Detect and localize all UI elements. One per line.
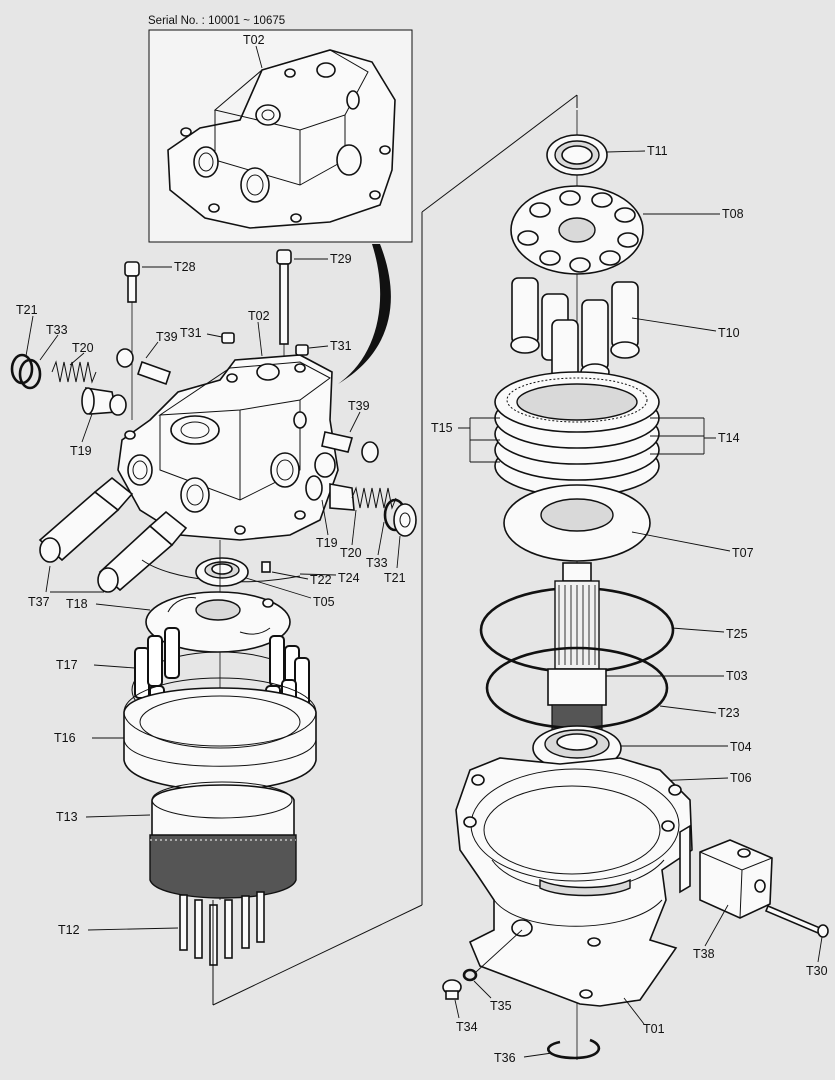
plug-T39-left	[116, 348, 172, 386]
bolt-T28	[124, 261, 140, 303]
label-T33-right: T33	[366, 556, 388, 570]
motor-housing-T01	[455, 757, 693, 1007]
label-T19-left: T19	[70, 444, 92, 458]
label-T20-left: T20	[72, 341, 94, 355]
relief-valve-T37-upper	[38, 476, 134, 563]
valve-block-T38	[679, 824, 773, 919]
label-T39-left: T39	[156, 330, 178, 344]
pistons-T10	[510, 277, 640, 391]
divider-lower	[212, 904, 423, 1006]
label-T13: T13	[56, 810, 78, 824]
label-T07: T07	[732, 546, 754, 560]
poppet-T19-right	[305, 475, 355, 511]
bolt-T30	[764, 904, 829, 938]
gear-T13	[149, 781, 297, 899]
label-T25: T25	[726, 627, 748, 641]
label-T02-inset: T02	[243, 33, 265, 47]
valve-cover-T02	[117, 354, 339, 541]
label-T16: T16	[54, 731, 76, 745]
bearing-T04	[532, 725, 622, 771]
retainer-plate-T08	[510, 185, 644, 275]
label-T05: T05	[313, 595, 335, 609]
shaft-T03	[547, 562, 607, 734]
plate-T07	[503, 484, 651, 562]
pistons-T12	[179, 891, 265, 966]
label-T21-left: T21	[16, 303, 38, 317]
label-T31-right: T31	[330, 339, 352, 353]
o-ring-T21-left	[10, 353, 42, 390]
plug-T34	[442, 979, 462, 1000]
label-T18: T18	[66, 597, 88, 611]
label-T17: T17	[56, 658, 78, 672]
label-T29: T29	[330, 252, 352, 266]
spring-T20-left	[51, 360, 97, 384]
plug-T39-right	[321, 431, 379, 463]
bearing-T11	[546, 134, 608, 176]
label-T06: T06	[730, 771, 752, 785]
label-T31-left: T31	[180, 326, 202, 340]
label-T21-right: T21	[384, 571, 406, 585]
bolt-T29	[276, 249, 292, 345]
snap-ring-T36	[547, 1038, 601, 1060]
label-T02-main: T02	[248, 309, 270, 323]
label-T01: T01	[643, 1022, 665, 1036]
label-T23: T23	[718, 706, 740, 720]
divider-upper	[421, 94, 578, 213]
pin-T22	[261, 561, 271, 573]
label-T34: T34	[456, 1020, 478, 1034]
o-ring-T21-right	[383, 498, 417, 537]
poppet-T19-left	[81, 387, 127, 416]
spring-T20-right	[351, 486, 397, 510]
label-T14: T14	[718, 431, 740, 445]
plug-T31-left	[221, 332, 235, 344]
label-T04: T04	[730, 740, 752, 754]
inset-arrow	[338, 244, 391, 384]
serial-number-text: Serial No. : 10001 ~ 10675	[148, 15, 285, 27]
label-T10: T10	[718, 326, 740, 340]
inset-valve-cover-drawing	[167, 49, 396, 229]
label-T30: T30	[806, 964, 828, 978]
label-T36: T36	[494, 1051, 516, 1065]
bearing-T05	[195, 557, 249, 587]
label-T38: T38	[693, 947, 715, 961]
cylinder-T16	[123, 677, 317, 791]
label-T11: T11	[647, 144, 668, 158]
seal-T35	[462, 968, 478, 982]
label-T24: T24	[338, 571, 360, 585]
friction-plates-T14-T15	[494, 371, 660, 497]
relief-valve-T37-lower	[97, 510, 188, 593]
label-T15: T15	[431, 421, 453, 435]
label-T08: T08	[722, 207, 744, 221]
label-T20-right: T20	[340, 546, 362, 560]
label-T12: T12	[58, 923, 80, 937]
label-T03: T03	[726, 669, 748, 683]
label-T19-right: T19	[316, 536, 338, 550]
plug-T31-right	[295, 344, 309, 356]
label-T39-right: T39	[348, 399, 370, 413]
label-T35: T35	[490, 999, 512, 1013]
label-T37: T37	[28, 595, 50, 609]
label-T33-left: T33	[46, 323, 68, 337]
label-T28: T28	[174, 260, 196, 274]
label-T22: T22	[310, 573, 332, 587]
